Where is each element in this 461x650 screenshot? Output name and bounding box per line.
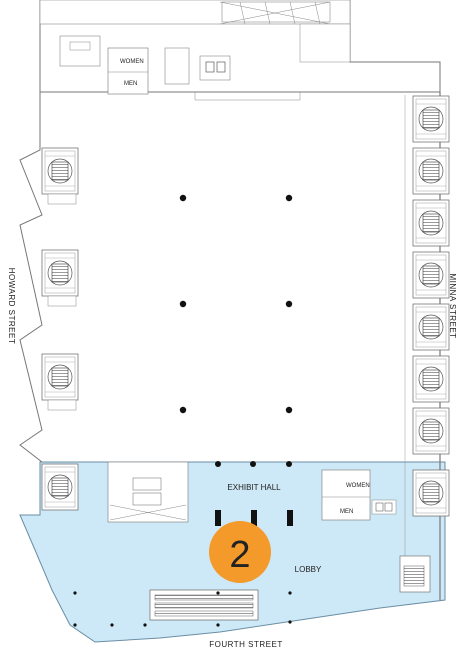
lobby-label: LOBBY [295, 565, 322, 574]
right-women-label: WOMEN [346, 483, 370, 489]
right-men-label: MEN [340, 509, 353, 515]
location-marker[interactable] [209, 521, 271, 583]
escalators [149, 589, 259, 621]
minna-street-label: MINNA STREET [448, 273, 457, 338]
howard-street-label: HOWARD STREET [7, 268, 16, 344]
right-pods [412, 95, 450, 517]
top-women-label: WOMEN [120, 59, 144, 65]
top-men-label: MEN [124, 81, 137, 87]
location-marker-number: 2 [229, 534, 250, 576]
top-service-core [39, 0, 351, 101]
right-restrooms [321, 469, 397, 521]
central-core [107, 461, 293, 526]
lobby-stair [399, 555, 431, 593]
lobby-columns [73, 591, 292, 627]
hall-columns [179, 194, 293, 467]
left-pods [41, 147, 79, 511]
exhibit-hall-label: EXHIBIT HALL [227, 483, 281, 492]
fourth-street-label: FOURTH STREET [209, 640, 282, 649]
